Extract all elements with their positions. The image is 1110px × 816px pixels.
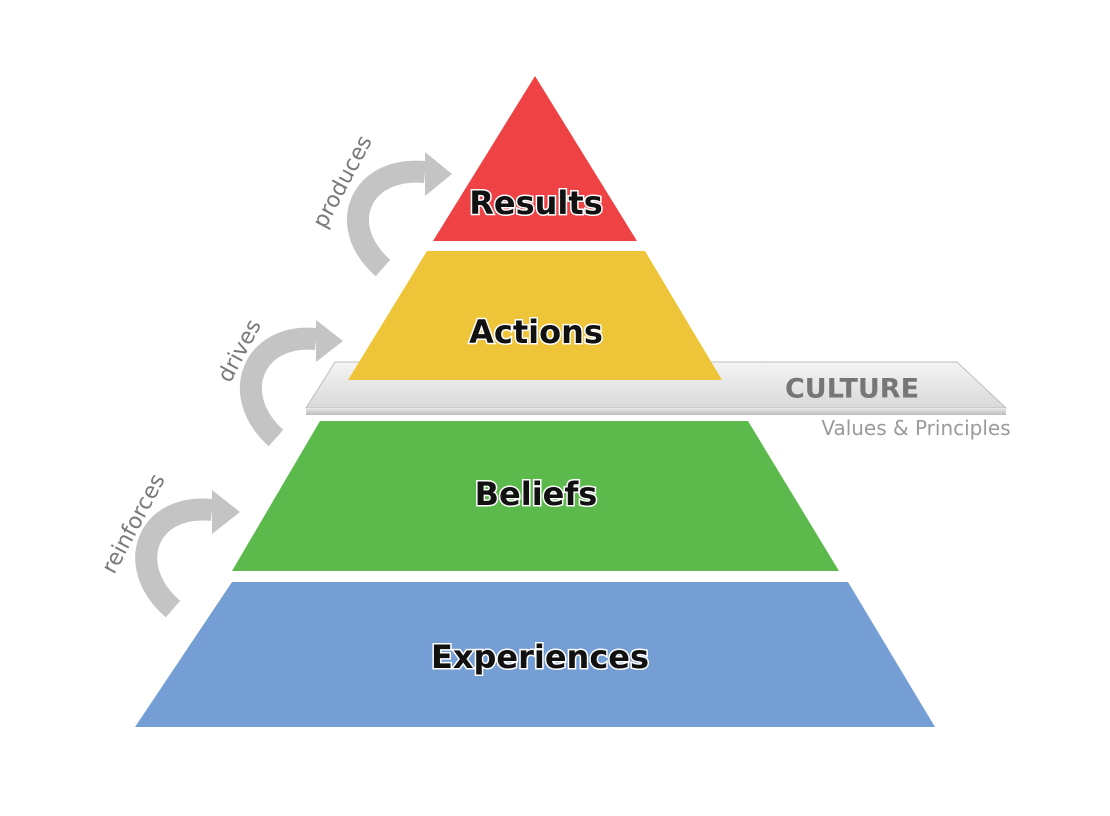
arrow-drives: drives [213, 315, 343, 447]
tier-experiences [135, 582, 935, 727]
culture-band-front [306, 408, 1006, 415]
tier-results-label: Results [469, 184, 602, 222]
tier-beliefs [232, 421, 839, 571]
tier-results [433, 76, 637, 241]
curved-arrow-icon [239, 327, 318, 447]
culture-band-title: CULTURE [785, 374, 919, 405]
culture-band-subtitle: Values & Principles [821, 416, 1010, 440]
curved-arrow-icon [135, 498, 214, 618]
arrow-head-icon [212, 490, 240, 534]
arrow-head-icon [425, 152, 452, 196]
tier-beliefs-label: Beliefs [475, 475, 598, 513]
pyramid: Experiences Beliefs Actions Results [135, 76, 935, 727]
tier-actions-label: Actions [469, 313, 603, 351]
arrow-head-icon [316, 320, 343, 362]
arrow-produces: produces [308, 132, 452, 277]
tier-experiences-label: Experiences [431, 638, 649, 676]
arrow-reinforces: reinforces [97, 470, 240, 618]
curved-arrow-icon [347, 160, 427, 277]
tier-actions [348, 251, 722, 380]
